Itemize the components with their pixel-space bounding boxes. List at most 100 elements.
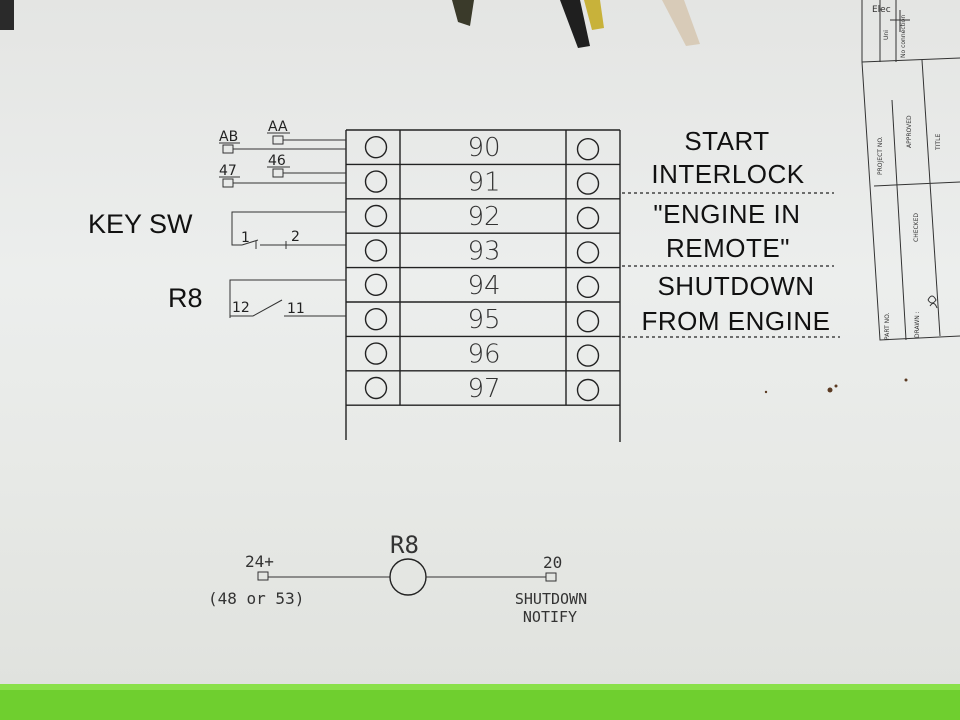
terminal-screw-left: [364, 170, 388, 193]
terminal-row: 90: [346, 133, 620, 166]
tb-drawn: DRAWN :: [914, 311, 921, 338]
tb-col-4: [921, 59, 941, 337]
key-wire-top: [231, 211, 346, 246]
terminal-aa: [272, 135, 284, 145]
key-switch: KEY SW 1 2: [88, 209, 346, 249]
terminal-screw-right: [576, 310, 600, 333]
tb-project-no: PROJECT NO.: [877, 136, 884, 175]
terminal-screw-left: [364, 135, 388, 159]
terminal-row: 93: [346, 236, 620, 269]
terminal-row: 96: [346, 340, 620, 372]
label-ab: AB: [219, 129, 238, 145]
tb-no-connection: No connection: [900, 15, 907, 58]
desc-engine-in: "ENGINE IN: [653, 199, 800, 229]
label-r8: R8: [168, 283, 203, 313]
label-48-or-53: (48 or 53): [208, 589, 304, 608]
tb-unit: Uni: [883, 30, 890, 40]
desc-shutdown: SHUTDOWN: [657, 271, 814, 301]
terminal-number: 95: [467, 305, 500, 335]
terminal-20: [545, 572, 557, 582]
stain-4: [764, 390, 768, 394]
tb-row-2: [873, 181, 960, 187]
paper-sheet: [0, 0, 960, 690]
stain-1: [827, 387, 833, 393]
label-46: 46: [268, 153, 286, 169]
terminal-screw-left: [364, 308, 388, 331]
label-shutdown-notify-2: NOTIFY: [523, 608, 577, 626]
tb-col-3: [891, 99, 907, 341]
terminal-screw-right: [576, 378, 600, 402]
label-20: 20: [543, 553, 562, 572]
terminal-row: 97: [346, 374, 620, 406]
terminal-screw-left: [364, 204, 388, 228]
tb-title: TITLE: [935, 134, 942, 151]
terminal-24plus: [257, 571, 269, 581]
r8-wire-top: [229, 279, 346, 317]
tb-row-1: [861, 57, 960, 63]
label-r8-12: 12: [232, 300, 250, 316]
input-terminals: AB AA 47 46: [219, 119, 346, 188]
label-47: 47: [219, 163, 237, 179]
desc-remote: REMOTE": [666, 233, 790, 263]
desc-interlock: INTERLOCK: [651, 159, 804, 189]
desc-from-engine: FROM ENGINE: [642, 306, 831, 336]
terminal-number: 90: [467, 133, 500, 163]
terminal-ab: [222, 144, 234, 154]
terminal-number: 93: [467, 236, 500, 266]
key-contact-arm: [241, 239, 259, 246]
terminal-row: 92: [346, 202, 620, 234]
tb-elec: Elec: [872, 5, 891, 15]
table-edge-highlight: [0, 684, 960, 690]
cable-dark-green: [452, 0, 474, 26]
terminal-screw-right: [576, 275, 600, 298]
terminal-screw-left: [364, 342, 388, 365]
function-descriptions: START INTERLOCK "ENGINE IN REMOTE" SHUTD…: [622, 126, 840, 338]
label-r8-11: 11: [287, 301, 305, 317]
terminal-row: 95: [346, 305, 620, 338]
cable-black-2: [560, 0, 590, 48]
terminal-screw-right: [576, 344, 600, 367]
stain-2: [834, 384, 838, 388]
terminal-screw-left: [364, 273, 388, 296]
paper-stains: [764, 378, 908, 394]
r8-contact-arm: [252, 299, 283, 317]
terminal-screw-right: [576, 172, 600, 195]
r8-contact: R8 12 11: [168, 279, 346, 318]
label-key-2: 2: [291, 229, 300, 245]
stain-3: [904, 378, 908, 382]
tb-part-no: PART NO.: [884, 312, 891, 340]
title-block-outline: [861, 0, 960, 341]
label-aa: AA: [268, 119, 288, 135]
terminal-screw-left: [364, 376, 388, 400]
terminal-46: [272, 168, 284, 178]
tb-checked: CHECKED: [913, 213, 920, 242]
green-table-surface: [0, 684, 960, 720]
terminal-screw-right: [576, 137, 600, 161]
terminal-row: 94: [346, 271, 620, 303]
cable-bundle: [0, 0, 700, 48]
label-key-1: 1: [241, 230, 250, 246]
relay-coil-circle: [389, 558, 427, 596]
label-shutdown-notify-1: SHUTDOWN: [515, 590, 587, 608]
terminal-screw-right: [576, 206, 600, 230]
terminal-number: 97: [467, 374, 500, 404]
terminal-number: 96: [467, 340, 500, 370]
tb-approved: APPROVED: [906, 115, 913, 148]
title-block: Elec Uni No connection PROJECT NO. APPRO…: [861, 0, 960, 341]
label-24plus: 24+: [245, 552, 274, 571]
terminal-number: 91: [467, 168, 500, 198]
terminal-screw-left: [364, 239, 388, 262]
terminal-number: 92: [467, 202, 500, 232]
cable-white: [662, 0, 700, 46]
cable-yellow-green: [584, 0, 604, 30]
terminal-47: [222, 178, 234, 188]
terminal-screw-right: [576, 241, 600, 264]
cable-black-1: [0, 0, 14, 30]
terminal-row: 91: [346, 168, 620, 200]
drawn-signature: [927, 295, 938, 309]
desc-start: START: [684, 126, 769, 156]
label-key-sw: KEY SW: [88, 209, 193, 239]
